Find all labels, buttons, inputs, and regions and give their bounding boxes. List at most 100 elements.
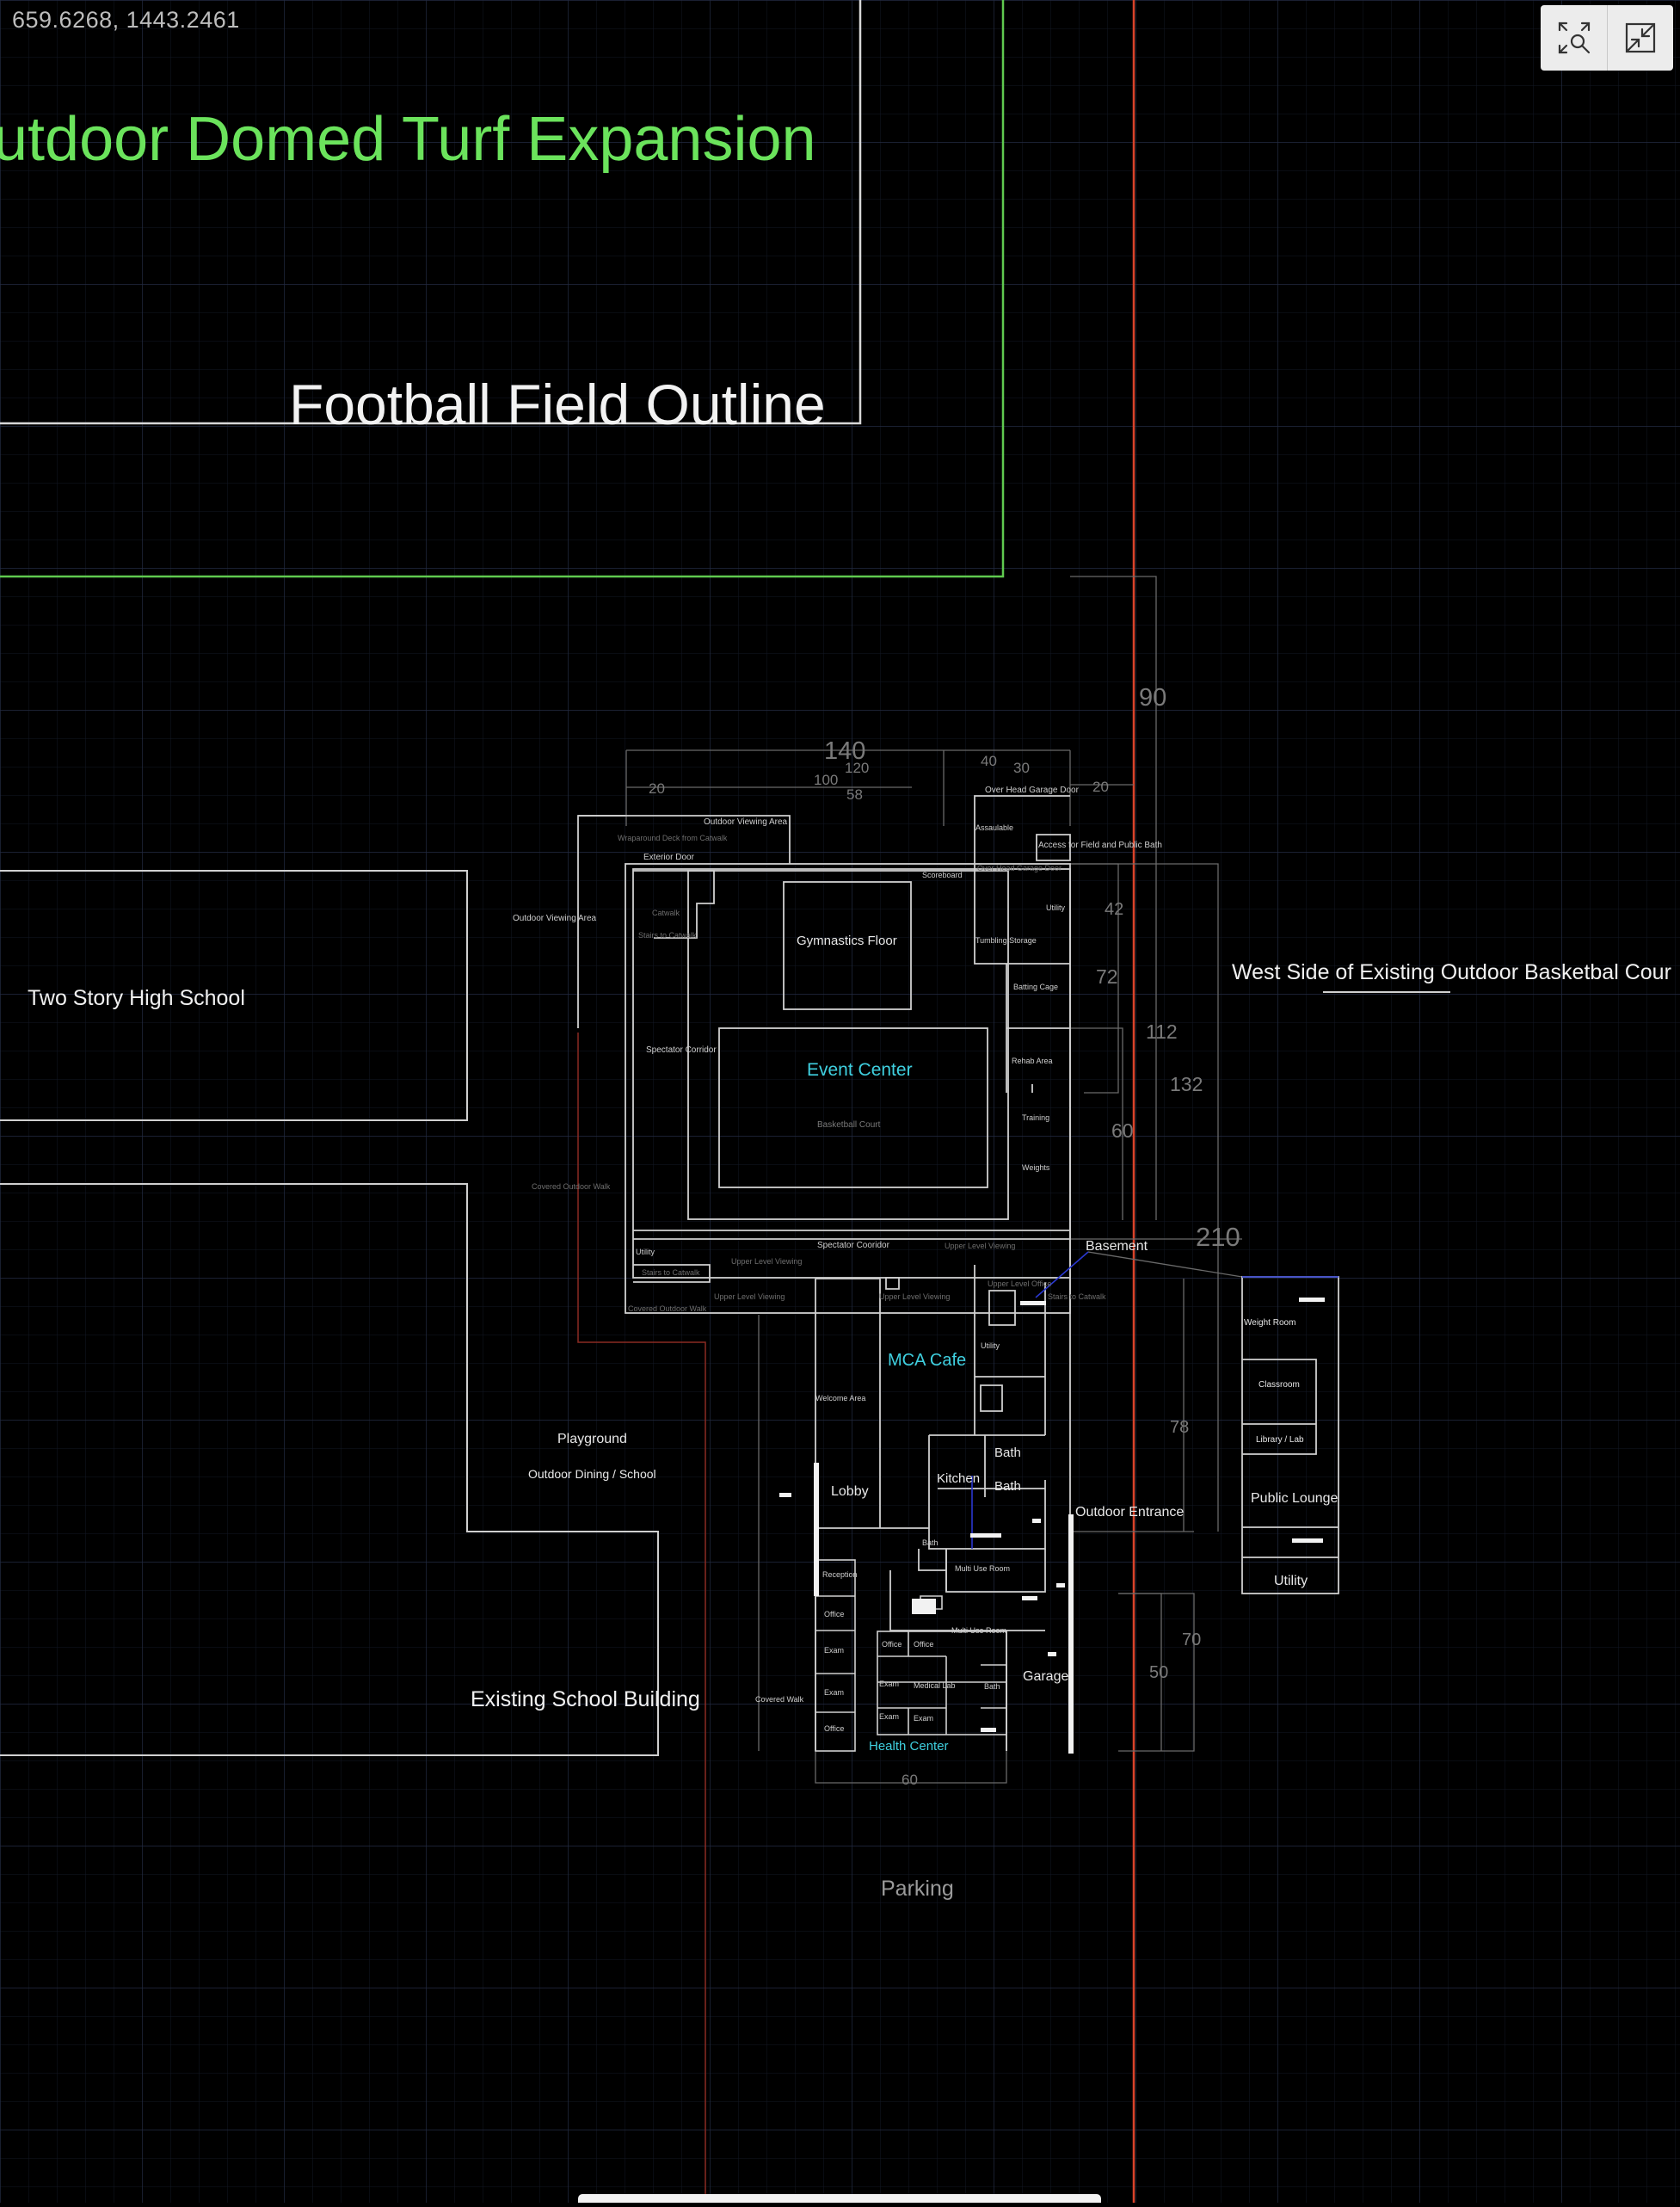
dimension-numbers: 140 120 100 58 20 40 30 20 90 42 72 112 … [649,684,1240,1788]
outdoor-dining-label: Outdoor Dining / School [528,1467,656,1481]
parking-label: Parking [881,1877,954,1901]
spectator-corridor-bottom-label: Spectator Cooridor [817,1241,890,1250]
bath-label-1: Bath [994,1446,1021,1460]
bold-walls [779,1298,1325,1754]
health-center-rooms [815,1559,1007,1752]
walk-red-line [577,1033,706,2203]
scoreboard-label: Scoreboard [922,871,963,879]
spectator-corridor-left-label: Spectator Corridor [646,1045,717,1055]
office-label-4: Office [914,1640,933,1649]
garage-label: Garage [1023,1669,1068,1684]
football-field-label: Football Field Outline [289,373,826,436]
exit-fullscreen-icon [1625,22,1656,53]
weights-label: Weights [1022,1163,1050,1172]
dim-60-bottom: 60 [902,1772,918,1788]
exit-fullscreen-button[interactable] [1607,5,1673,71]
bath-label-2: Bath [994,1479,1021,1494]
dim-30: 30 [1013,760,1030,776]
exam-label-3: Exam [879,1680,899,1688]
dim-72: 72 [1096,965,1118,988]
dim-140: 140 [824,737,865,765]
outdoor-viewing-left-label: Outdoor Viewing Area [513,914,597,923]
medical-lab-label: Medical Lab [914,1681,956,1690]
dim-100: 100 [814,772,838,788]
covered-walk-label-2: Covered Outdoor Walk [628,1304,707,1313]
dim-210: 210 [1196,1222,1240,1252]
field-bath-label: Access for Field and Public Bath [1038,841,1162,850]
bath-small-label: Bath [922,1538,938,1547]
turf-expansion-outline [0,0,1005,578]
exam-label-4: Exam [879,1712,899,1721]
utility-top-label: Utility [1046,903,1065,912]
cursor-coordinate-readout: 659.6268, 1443.2461 [12,7,240,33]
zoom-extents-icon [1558,22,1590,54]
rehab-label: Rehab Area [1012,1057,1053,1065]
multi-use-room-label-1: Multi Use Room [955,1564,1010,1573]
gymnastics-floor-label: Gymnastics Floor [797,934,897,948]
dim-120: 120 [845,760,869,776]
lobby-label: Lobby [831,1484,869,1499]
upper-viewing-label-3: Upper Level Viewing [714,1292,785,1301]
upper-level-office-label: Upper Level Office [988,1279,1051,1288]
training-label: Training [1022,1113,1049,1122]
two-story-high-school-label: Two Story High School [28,986,245,1010]
covered-walk-label-3: Covered Walk [755,1695,804,1704]
view-toolbar [1541,5,1673,71]
office-label-1: Office [824,1610,844,1618]
exterior-door-label: Exterior Door [643,853,695,862]
stairs-catwalk-label: Stairs to Catwalk [638,931,697,940]
mca-cafe-label: MCA Cafe [888,1351,966,1370]
library-label: Library / Lab [1256,1435,1304,1445]
dim-20-right: 20 [1092,779,1109,795]
dim-40: 40 [981,753,997,769]
weight-room-label: Weight Room [1244,1318,1295,1328]
upper-viewing-label-4: Upper Level Viewing [879,1292,950,1301]
dim-60-top: 60 [1111,1119,1134,1142]
dimension-lines [625,576,1243,1784]
basement-label: Basement [1086,1239,1148,1254]
existing-school-label: Existing School Building [471,1687,700,1711]
two-story-high-school-outline [0,870,468,1121]
batting-cage-label: Batting Cage [1013,983,1058,991]
dim-112: 112 [1146,1020,1178,1043]
dim-20-left: 20 [649,780,665,797]
classroom-label: Classroom [1258,1380,1300,1390]
public-lounge-label: Public Lounge [1251,1491,1338,1506]
welcome-area-label: Welcome Area [815,1394,865,1402]
exam-label-5: Exam [914,1714,933,1723]
stairs-catwalk-label-2: Stairs to Catwalk [642,1268,700,1277]
outdoor-viewing-top-label: Outdoor Viewing Area [704,817,788,827]
dim-70: 70 [1182,1631,1201,1649]
event-center-label: Event Center [807,1060,913,1080]
tumbling-label: Tumbling Storage [975,936,1037,945]
bath-hc-label: Bath [984,1682,1000,1691]
office-label-3: Office [882,1640,902,1649]
office-label-2: Office [824,1724,844,1733]
utility-small-label: Utility [636,1248,655,1256]
dim-42: 42 [1105,900,1123,919]
existing-school-outline [0,1183,659,1756]
stairs-catwalk-right-label: Stairs to Catwalk [1048,1292,1106,1301]
dim-58: 58 [846,786,863,803]
health-center-label: Health Center [869,1739,949,1754]
dim-50: 50 [1149,1663,1168,1682]
utility-stub-label: Utility [981,1341,1000,1350]
zoom-extents-button[interactable] [1541,5,1607,71]
utility-label: Utility [1274,1574,1308,1588]
covered-walk-label-1: Covered Outdoor Walk [532,1182,611,1191]
overhead-garage-label-2: Over Head Garage Door [977,864,1062,872]
upper-viewing-label-2: Upper Level Viewing [945,1242,1015,1250]
exam-label-1: Exam [824,1646,844,1655]
wraparound-deck-label: Wraparound Deck from Catwalk [618,834,728,842]
outdoor-entrance-label: Outdoor Entrance [1075,1505,1184,1520]
basketball-court-label: Basketball Court [817,1120,881,1130]
multi-use-room-label-2: Multi Use Room [951,1626,1006,1635]
football-field-outline [0,0,862,425]
home-indicator-bar[interactable] [578,2194,1101,2203]
dim-90: 90 [1139,684,1166,712]
overhead-garage-label: Over Head Garage Door [985,786,1080,795]
reception-label: Reception [822,1570,858,1579]
